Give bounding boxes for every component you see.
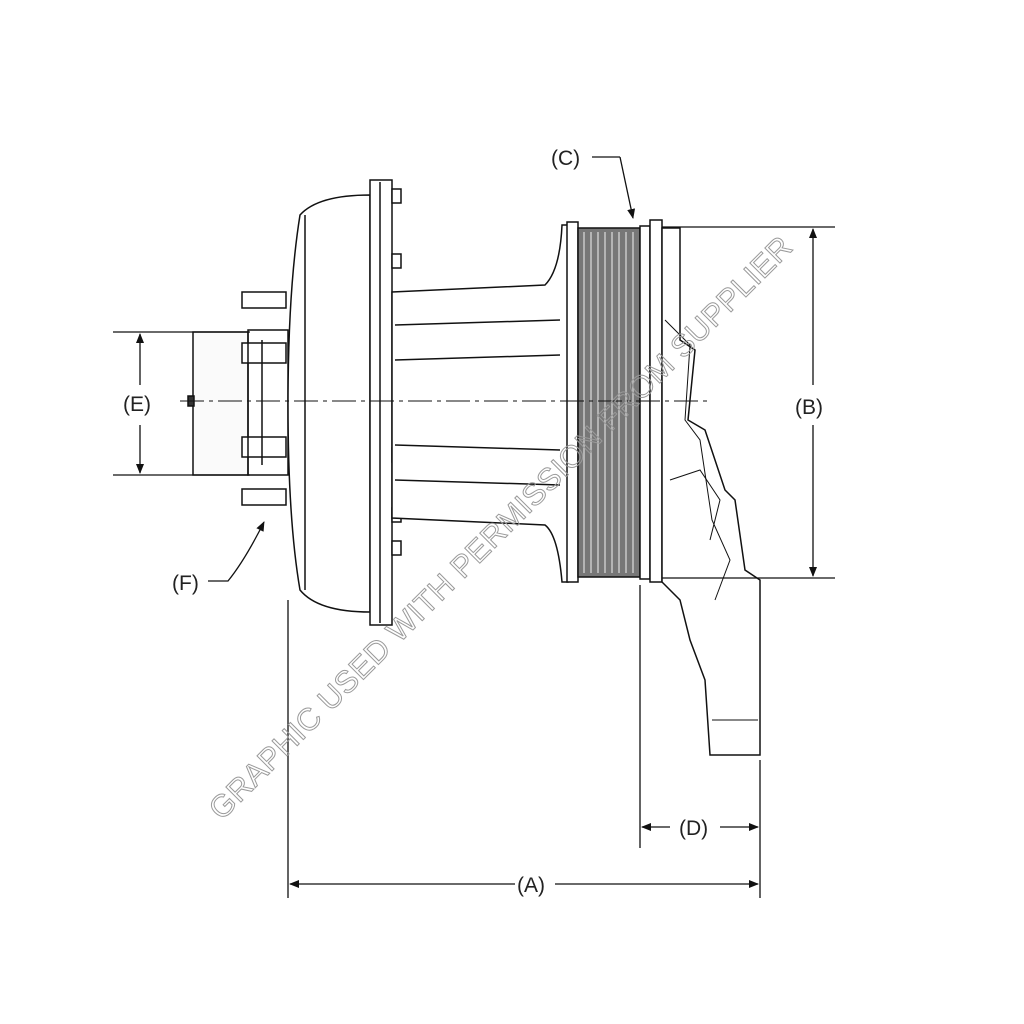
label-e: (E) [123,393,151,416]
dimension-lines [113,156,835,898]
label-d: (D) [679,817,708,840]
hub-plate [192,331,249,476]
label-a: (A) [517,874,545,897]
label-c: (C) [551,147,580,170]
studs [241,291,287,506]
label-b: (B) [795,396,823,419]
flange [369,179,393,626]
part-outline [187,179,761,756]
clutch-body [287,194,371,613]
label-f: (F) [172,572,199,595]
pulley-front-plate [566,221,579,583]
